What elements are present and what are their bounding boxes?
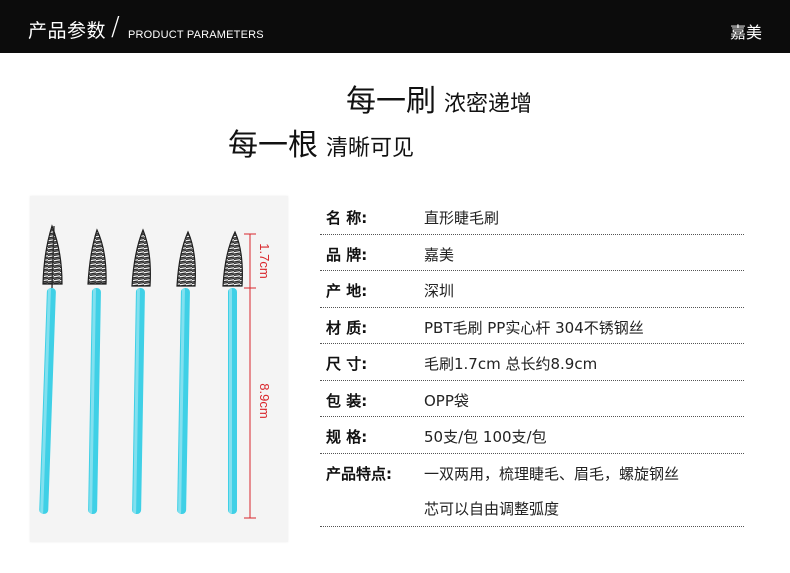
spec-row-spec: 规 格: 50支/包 100支/包 xyxy=(320,417,744,454)
brush-5 xyxy=(222,230,243,514)
product-photo: 1.7cm 8.9cm xyxy=(30,196,288,542)
slogan-text: 清晰可见 xyxy=(326,136,415,161)
slogan-emphasis: 每一根 xyxy=(228,128,318,163)
brand-name: 嘉美 xyxy=(729,23,762,42)
brushes-illustration: 1.7cm 8.9cm xyxy=(39,224,272,519)
slogan-line-1: 每一刷浓密递增 xyxy=(346,76,532,120)
spec-label: 产 地: xyxy=(326,282,368,300)
brush-3 xyxy=(131,228,151,514)
spec-value: PBT毛刷 PP实心杆 304不锈钢丝 xyxy=(424,318,644,337)
spec-value: 深圳 xyxy=(424,282,455,300)
brush-2 xyxy=(87,228,107,514)
spec-table: 名 称: 直形睫毛刷 品 牌: 嘉美 产 地: 深圳 材 质: PBT毛刷 PP… xyxy=(320,198,744,527)
measure-total-label: 8.9cm xyxy=(257,383,272,418)
measure-scale: 1.7cm 8.9cm xyxy=(244,233,272,519)
spec-row-name: 名 称: 直形睫毛刷 xyxy=(320,198,744,235)
spec-label: 材 质: xyxy=(326,318,368,337)
spec-row-origin: 产 地: 深圳 xyxy=(320,271,744,308)
spec-label: 包 装: xyxy=(326,391,368,410)
measure-head-label: 1.7cm xyxy=(257,243,272,278)
spec-row-material: 材 质: PBT毛刷 PP实心杆 304不锈钢丝 xyxy=(320,308,744,344)
spec-row-size: 尺 寸: 毛刷1.7cm 总长约8.9cm xyxy=(320,344,744,381)
spec-value: 嘉美 xyxy=(424,245,455,264)
spec-row-features: 产品特点: 一双两用，梳理睫毛、眉毛，螺旋钢丝 芯可以自由调整弧度 xyxy=(320,454,744,527)
spec-label: 规 格: xyxy=(326,428,368,446)
slogan-text: 浓密递增 xyxy=(444,92,533,117)
spec-row-packaging: 包 装: OPP袋 xyxy=(320,381,744,417)
spec-label: 尺 寸: xyxy=(326,355,368,373)
spec-label: 品 牌: xyxy=(326,245,368,264)
spec-value: 50支/包 100支/包 xyxy=(424,428,547,446)
header-bar: 产品参数 / PRODUCT PARAMETERS 嘉美 xyxy=(0,0,790,53)
spec-value: OPP袋 xyxy=(424,391,469,410)
spec-label: 名 称: xyxy=(326,209,368,227)
section-subtitle: PRODUCT PARAMETERS xyxy=(128,29,264,41)
brush-4 xyxy=(176,230,196,514)
spec-row-brand: 品 牌: 嘉美 xyxy=(320,235,744,271)
spec-label: 产品特点: xyxy=(326,464,392,483)
spec-value: 一双两用，梳理睫毛、眉毛，螺旋钢丝 xyxy=(424,464,680,483)
brush-1 xyxy=(39,224,63,514)
slogan-line-2: 每一根清晰可见 xyxy=(228,120,414,164)
spec-value: 直形睫毛刷 xyxy=(424,209,500,227)
title-slash: / xyxy=(111,12,120,42)
spec-value: 毛刷1.7cm 总长约8.9cm xyxy=(424,355,598,373)
slogan-emphasis: 每一刷 xyxy=(346,84,436,119)
section-title: 产品参数 xyxy=(28,20,107,42)
spec-value-continued: 芯可以自由调整弧度 xyxy=(424,499,560,518)
